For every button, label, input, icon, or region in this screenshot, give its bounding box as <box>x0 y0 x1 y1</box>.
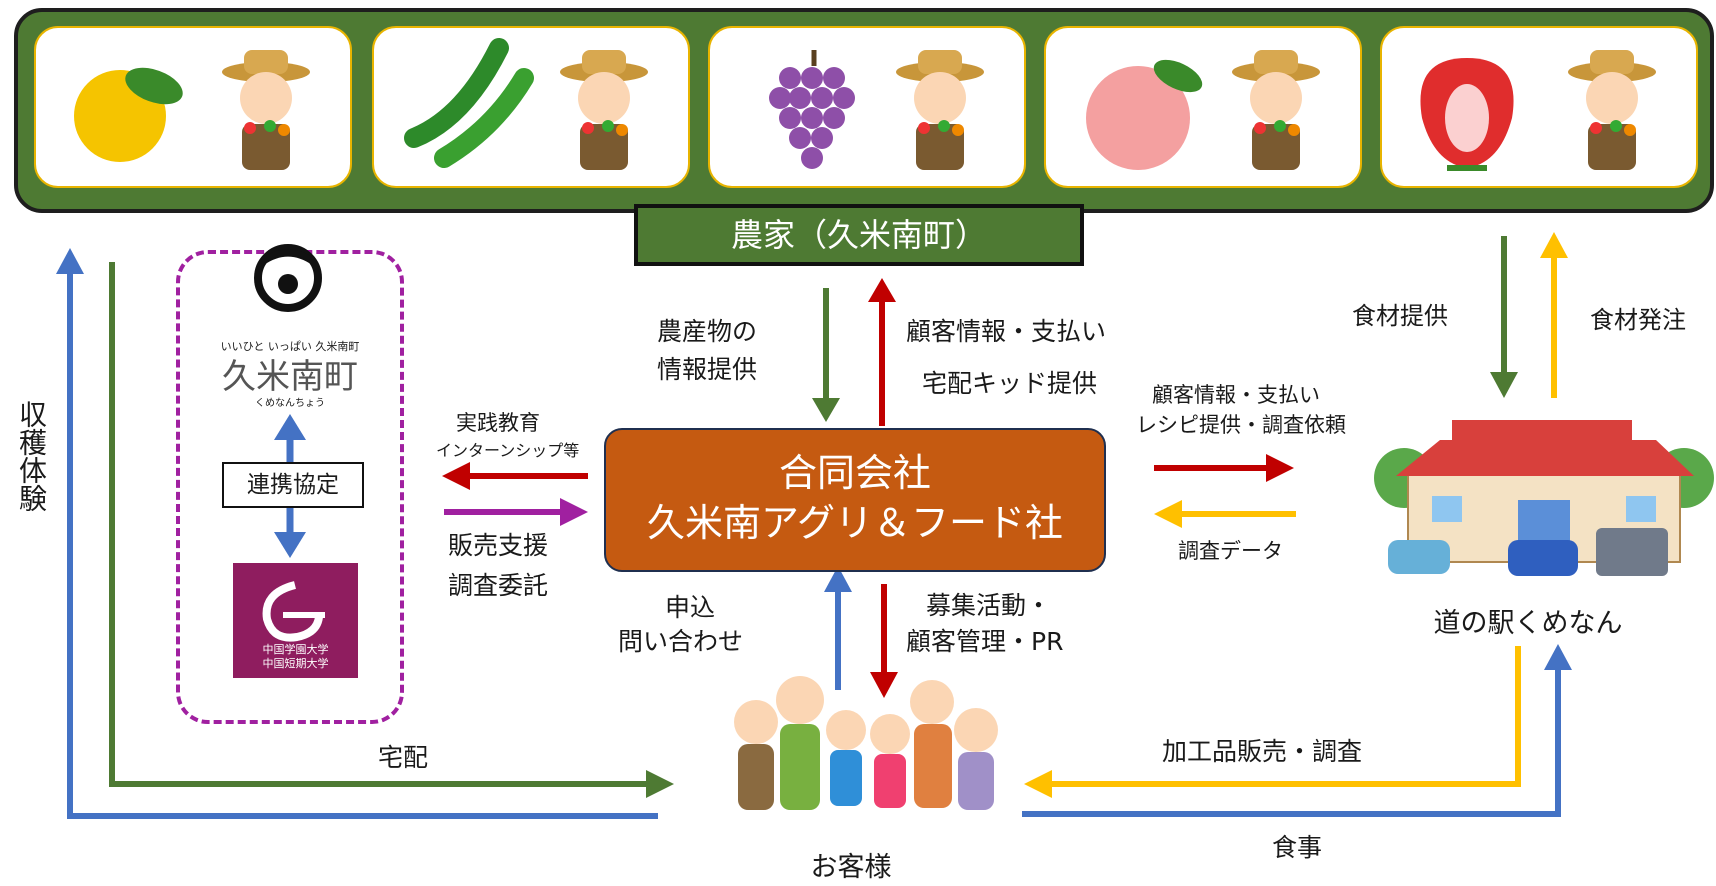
farmer-icon <box>1232 50 1320 170</box>
label-recruit-1: 募集活動・ <box>926 591 1052 620</box>
label-survey-data: 調査データ <box>1178 539 1283 563</box>
university-emblem-icon <box>262 581 325 642</box>
label-produce-info-1: 農産物の <box>657 317 758 346</box>
company-box: 合同会社 久米南アグリ＆フード社 <box>604 428 1106 572</box>
label-practice-1: 実践教育 <box>456 411 540 435</box>
company-name-line2: 久米南アグリ＆フード社 <box>646 501 1064 545</box>
arrow-ingredient-supply <box>1490 236 1518 398</box>
station-label: 道の駅くめなん <box>1433 608 1623 639</box>
university-logo: 中国学園大学 中国短期大学 <box>233 563 358 678</box>
town-name: 久米南町 <box>222 357 358 397</box>
arrow-meals <box>1022 644 1572 817</box>
cucumber-icon <box>404 38 534 168</box>
label-customer-payment: 顧客情報・支払い <box>906 317 1107 346</box>
arrow-produce-info <box>812 288 840 422</box>
arrow-home-delivery <box>109 262 674 798</box>
label-produce-info-2: 情報提供 <box>657 355 758 384</box>
label-harvest: 収穫体験 <box>15 400 48 512</box>
farm-card <box>1380 26 1698 188</box>
farmer-icon <box>1568 50 1656 170</box>
label-recruit-2: 顧客管理・PR <box>906 627 1064 656</box>
farmer-icon <box>560 50 648 170</box>
arrow-survey-data <box>1154 500 1296 528</box>
farmer-icon <box>896 50 984 170</box>
arrow-recruit <box>870 584 898 698</box>
grape-icon <box>769 50 855 169</box>
farm-card <box>34 26 352 188</box>
pact-label: 連携協定 <box>222 462 364 508</box>
arrow-ingredient-order <box>1540 232 1568 398</box>
label-apply-1: 申込 <box>665 593 716 622</box>
arrow-customer-payment <box>868 278 896 426</box>
arrow-sales-support <box>444 498 588 526</box>
university-name-2: 中国短期大学 <box>262 657 329 670</box>
arrow-harvest <box>56 248 658 819</box>
label-practice-2: インターンシップ等 <box>436 441 580 460</box>
label-meals: 食事 <box>1272 833 1323 862</box>
arrow-station-out <box>1154 454 1294 482</box>
label-sales-support-1: 販売支援 <box>448 531 549 560</box>
town-tagline: いいひと いっぱい 久米南町 <box>220 340 360 353</box>
customers-label: お客様 <box>810 852 892 883</box>
yuzu-icon <box>74 67 183 162</box>
label-ingredient-supply: 食材提供 <box>1352 302 1448 330</box>
arrow-processed-sales <box>1024 646 1521 798</box>
label-home-delivery: 宅配 <box>378 743 429 772</box>
arrow-practice <box>442 462 588 490</box>
town-reading: くめなんちょう <box>255 398 325 409</box>
label-station-out-1: 顧客情報・支払い <box>1152 383 1320 407</box>
label-delivery-kit: 宅配キッド提供 <box>922 369 1098 398</box>
label-ingredient-order: 食材発注 <box>1590 306 1686 334</box>
label-station-out-2: レシピ提供・調査依頼 <box>1136 413 1346 437</box>
peach-icon <box>1086 59 1203 170</box>
farm-card <box>708 26 1026 188</box>
university-name-1: 中国学園大学 <box>262 643 329 656</box>
label-processed-sales: 加工品販売・調査 <box>1162 737 1363 766</box>
farmer-icon <box>222 50 310 170</box>
arrow-apply <box>824 566 852 690</box>
farm-card <box>1044 26 1362 188</box>
company-name-line1: 合同会社 <box>778 451 931 495</box>
farm-title: 農家（久米南町） <box>634 204 1084 266</box>
label-sales-support-2: 調査委託 <box>448 571 549 600</box>
farm-card <box>372 26 690 188</box>
strawberry-icon <box>1420 58 1514 171</box>
label-apply-2: 問い合わせ <box>618 627 744 656</box>
